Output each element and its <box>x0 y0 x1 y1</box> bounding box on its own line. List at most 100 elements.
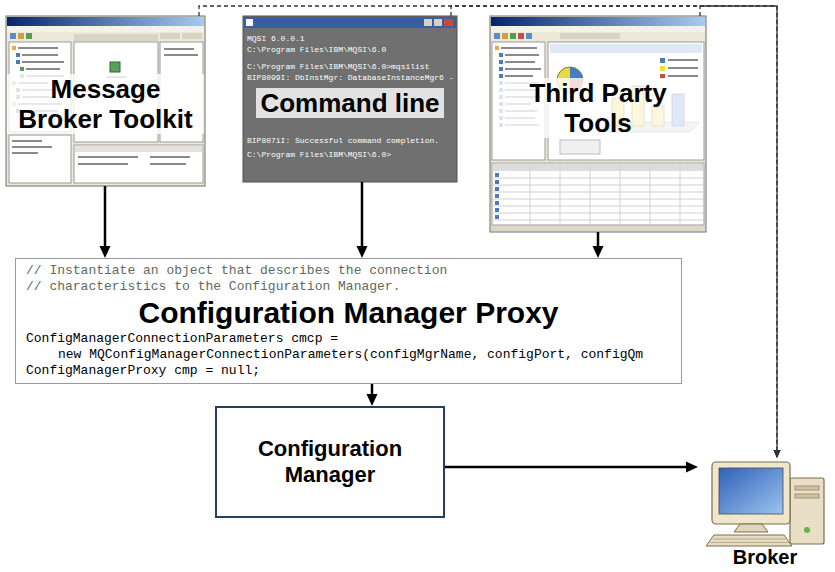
toolkit-screenshot-part <box>26 68 60 70</box>
arrow-head <box>774 450 781 458</box>
console-line: MQSI 6.0.0.1 <box>247 34 305 44</box>
code-line: new MQConfigManagerConnectionParameters(… <box>26 347 671 363</box>
connector-line <box>445 466 687 469</box>
monitoring-tool-screenshot-part <box>505 68 541 70</box>
connector-line <box>597 232 600 247</box>
toolkit-screenshot-part <box>7 26 204 32</box>
console-line: C:\Program Files\IBM\MQSI\6.0 <box>247 45 386 55</box>
monitoring-tool-screenshot-part-part <box>493 178 703 179</box>
monitoring-tool-screenshot-part-part <box>560 164 561 224</box>
toolkit-screenshot-part <box>12 140 42 142</box>
computer-icon-part <box>719 468 783 514</box>
monitoring-tool-screenshot-part <box>493 164 703 171</box>
console-line: BIP8071I: Successful command completion. <box>247 136 439 146</box>
monitoring-tool-screenshot-part-part <box>493 192 703 193</box>
computer-icon-part-part <box>713 539 786 540</box>
toolkit-screenshot-part <box>20 67 24 71</box>
monitoring-tool-screenshot-part-part <box>680 164 681 224</box>
arrow-head <box>367 394 378 406</box>
monitoring-tool-screenshot-part <box>505 54 539 56</box>
monitoring-tool-screenshot-part <box>495 215 499 219</box>
monitoring-tool-screenshot-part-part <box>493 213 703 214</box>
toolkit-screenshot <box>6 16 205 186</box>
console-screenshot-part <box>244 17 456 28</box>
toolkit-screenshot-part <box>12 152 38 154</box>
console-screenshot-part <box>434 19 442 26</box>
connector-line <box>700 6 777 451</box>
console-screenshot <box>243 16 457 182</box>
monitoring-tool-screenshot-part <box>495 46 499 50</box>
monitoring-tool-screenshot-part <box>494 33 500 39</box>
monitoring-tool-screenshot-part <box>495 187 499 191</box>
monitoring-tool-screenshot-part <box>518 33 524 39</box>
monitoring-tool-screenshot-part <box>668 67 698 69</box>
computer-icon-part <box>790 478 824 544</box>
computer-node: Broker <box>698 458 832 568</box>
monitoring-tool-screenshot-part <box>499 67 503 71</box>
monitoring-tool-screenshot-part <box>526 33 532 39</box>
arrow-head <box>100 246 111 258</box>
monitoring-tool-screenshot-part <box>495 201 499 205</box>
arrow-connector <box>445 462 698 473</box>
connector-line <box>451 6 777 451</box>
toolkit-screenshot-part <box>164 48 194 50</box>
arrow-head <box>774 450 781 458</box>
dashed-connector <box>199 6 781 458</box>
monitoring-tool-screenshot-part <box>560 140 600 154</box>
node-label: Broker <box>733 546 797 568</box>
toolkit-screenshot-part <box>7 17 204 26</box>
arrow-connector <box>100 186 111 258</box>
computer-icon-part <box>795 494 819 498</box>
computer-icon-part <box>804 527 810 533</box>
code-line: // characteristics to the Configuration … <box>26 279 671 295</box>
console-line: BIP8099I: DbInstMgr: DatabaseInstanceMgr… <box>247 73 453 83</box>
console-line: C:\Program Files\IBM\MQSI\6.0> <box>247 150 391 160</box>
monitoring-tool-screenshot-part <box>495 208 499 212</box>
arrow-connector <box>367 384 378 406</box>
toolkit-screenshot-part <box>16 60 20 64</box>
arrow-head <box>686 462 698 473</box>
component-title: Configuration Manager Proxy <box>26 295 671 331</box>
monitoring-tool-screenshot-part <box>495 180 499 184</box>
monitoring-tool-screenshot-part <box>668 59 698 61</box>
process-box: Configuration Manager <box>215 406 445 518</box>
monitoring-tool-screenshot-part <box>499 60 503 64</box>
api-box: // Instantiate an object that describes … <box>15 258 682 384</box>
monitoring-tool-screenshot-part <box>491 226 705 231</box>
arrow-connector <box>593 232 604 258</box>
toolkit-screenshot-part <box>182 33 202 39</box>
toolkit-screenshot-part <box>150 163 186 165</box>
monitoring-tool-screenshot-part <box>668 75 698 77</box>
console-screenshot-part <box>246 19 253 26</box>
monitoring-tool-screenshot-part <box>560 33 620 39</box>
computer-icon-part <box>795 486 819 490</box>
connector-line <box>361 182 364 247</box>
arrow-connector <box>357 182 368 258</box>
arrow-head <box>593 246 604 258</box>
arrow-head <box>774 450 781 458</box>
monitoring-tool-screenshot-part-part <box>620 164 621 224</box>
monitoring-tool-screenshot <box>490 16 706 232</box>
box-label: Configuration Manager <box>225 436 435 488</box>
computer-icon-part <box>706 535 792 546</box>
computer-icon-part <box>710 539 789 543</box>
monitoring-tool-screenshot-part <box>660 58 665 63</box>
code-line: ConfigManagerConnectionParameters cmcp = <box>26 331 671 347</box>
toolkit-screenshot-part <box>164 54 198 56</box>
monitoring-tool-screenshot-part-part <box>590 164 591 224</box>
connector-line <box>104 186 107 247</box>
arrow-head <box>357 246 368 258</box>
dashed-connector <box>451 6 781 458</box>
toolkit-screenshot-part <box>74 145 203 183</box>
toolkit-screenshot-part <box>9 135 71 183</box>
monitoring-tool-screenshot-part-part <box>650 164 651 224</box>
monitoring-tool-screenshot-part <box>550 44 702 53</box>
computer-icon-part <box>734 524 768 532</box>
monitoring-tool-screenshot-part <box>505 75 533 77</box>
tool-screenshot: Message Broker Toolkit <box>6 16 205 186</box>
monitoring-tool-screenshot-part-part <box>530 164 531 224</box>
monitoring-tool-screenshot-part <box>501 47 537 49</box>
monitoring-tool-screenshot-part <box>510 33 516 39</box>
toolkit-screenshot-part <box>10 33 16 39</box>
